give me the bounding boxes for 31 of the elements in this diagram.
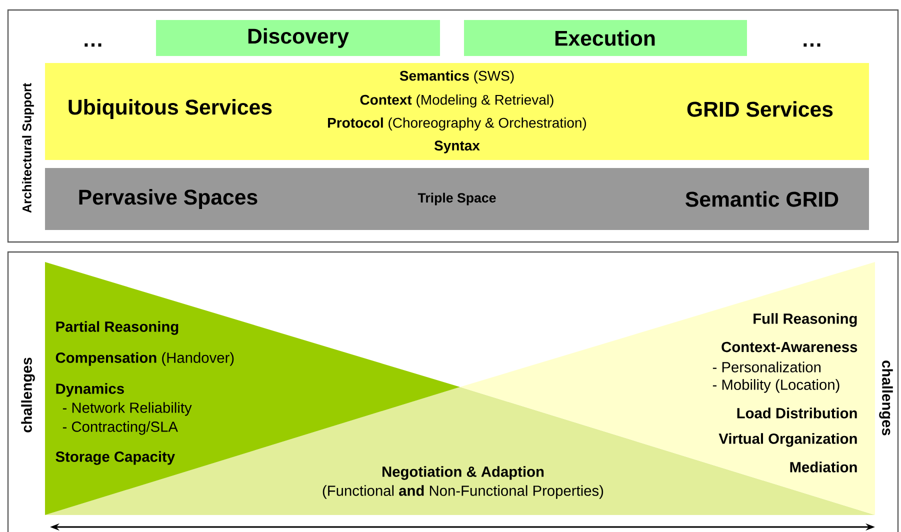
label-text: GRID Services [687, 101, 833, 117]
side-label: challenges [879, 360, 893, 436]
label-text: Compensation (Handover) [56, 352, 234, 366]
label-text: Virtual Organization [718, 433, 857, 447]
ellipsis: … [84, 43, 102, 47]
label-text: - Network Reliability [62, 402, 192, 416]
label-text: Dynamics [56, 383, 124, 397]
label-text: Mediation [790, 462, 857, 472]
label-text: Full Reasoning [754, 313, 857, 327]
label-text: Semantic GRID [686, 191, 838, 207]
label-text: - Personalization [712, 362, 820, 372]
label-text: Ubiquitous Services [68, 99, 272, 119]
label-text: Storage Capacity [56, 451, 175, 465]
side-label: Architectural Support [22, 83, 34, 213]
ellipsis: … [804, 43, 820, 47]
label-text: Triple Space [418, 192, 496, 206]
label-text: Protocol (Choreography & Orchestration) [328, 117, 586, 131]
label-text: Negotiation & Adaption [382, 466, 544, 480]
label-text: - Mobility (Location) [712, 379, 840, 393]
label-text: Execution [555, 30, 655, 46]
label-text: Context (Modeling & Retrieval) [360, 94, 554, 108]
label-text: Pervasive Spaces [79, 189, 258, 209]
label-text: Syntax [434, 140, 480, 154]
label-text: - Contracting/SLA [62, 421, 178, 435]
label-text: Discovery [248, 28, 349, 48]
label-text: Load Distribution [737, 408, 857, 418]
label-text: Semantics (SWS) [400, 70, 514, 84]
label-text: Partial Reasoning [56, 321, 178, 335]
label-text: (Functional and Non-Functional Properties) [322, 485, 604, 499]
side-label: challenges [21, 358, 35, 432]
label-text: Context-Awareness [722, 342, 858, 352]
